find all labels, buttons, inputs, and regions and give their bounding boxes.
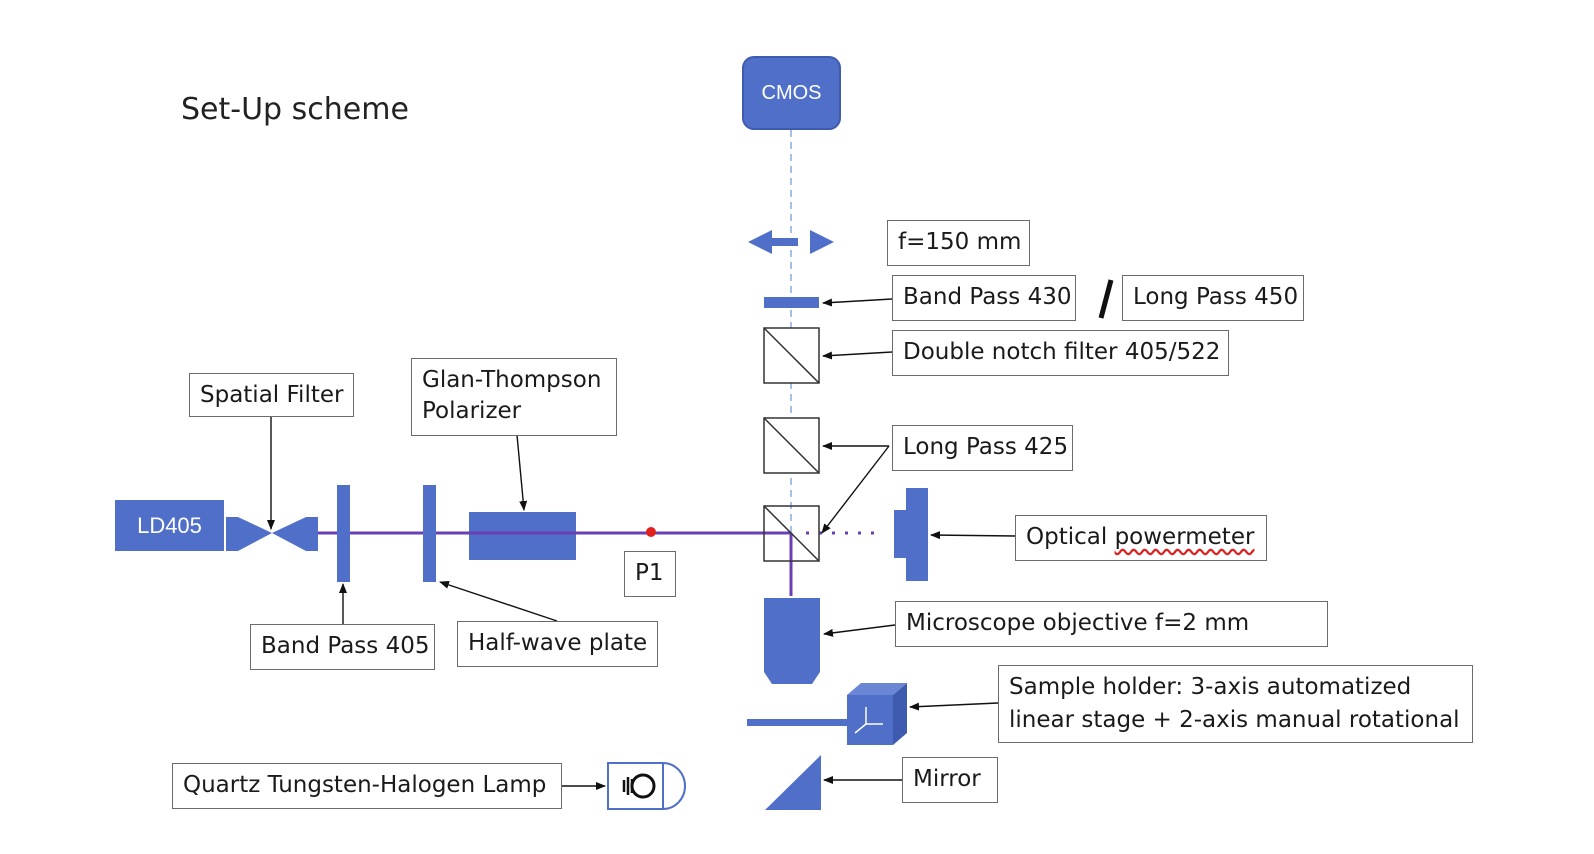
arrow-glan-thompson: [516, 434, 528, 511]
arrow-powermeter: [930, 531, 1016, 540]
spatial-filter-icon: [226, 517, 318, 551]
arrow-band-pass-430: [822, 298, 893, 307]
arrow-double-notch: [822, 351, 893, 360]
diagram-title: Set-Up scheme: [181, 92, 409, 127]
label-microscope-objective: Microscope objective f=2 mm: [895, 601, 1328, 647]
label-glan-thompson-line1: Glan-Thompson: [422, 367, 602, 393]
band-pass-405-plate: [337, 485, 350, 582]
label-lens-focal: f=150 mm: [887, 220, 1030, 266]
label-p1: P1: [624, 551, 676, 597]
sample-slide: [747, 719, 847, 726]
slash-separator: [1098, 279, 1114, 319]
lens-double-arrow: [748, 230, 834, 254]
label-half-wave-plate: Half-wave plate: [457, 621, 658, 667]
p1-point: [646, 527, 656, 537]
sample-holder-cube-icon: [847, 683, 907, 745]
band-pass-430-filter: [764, 297, 819, 308]
label-glan-thompson: Glan-Thompson Polarizer: [411, 358, 617, 436]
label-glan-thompson-line2: Polarizer: [422, 398, 522, 424]
arrow-objective: [823, 624, 896, 637]
glan-thompson-block: [469, 512, 576, 560]
optical-powermeter-icon: [894, 488, 928, 581]
long-pass-425-cube-upper: [763, 417, 820, 474]
label-optical-powermeter-word1: Optical: [1026, 524, 1108, 550]
mirror-icon: [765, 755, 821, 810]
arrow-long-pass-425-lower: [821, 445, 890, 534]
label-optical-powermeter-word2: powermeter: [1114, 524, 1255, 550]
double-notch-cube: [763, 327, 820, 384]
laser-diode-ld405: LD405: [115, 500, 224, 551]
label-band-pass-405: Band Pass 405: [250, 624, 435, 670]
label-lamp: Quartz Tungsten-Halogen Lamp: [172, 763, 562, 809]
label-band-pass-430: Band Pass 430: [892, 275, 1076, 321]
label-mirror: Mirror: [902, 757, 998, 803]
label-long-pass-450: Long Pass 450: [1122, 275, 1304, 321]
label-sample-holder: Sample holder: 3-axis automatized linear…: [998, 665, 1473, 743]
label-sample-holder-line2: linear stage + 2-axis manual rotational: [1009, 707, 1460, 733]
label-sample-holder-line1: Sample holder: 3-axis automatized: [1009, 674, 1412, 700]
label-optical-powermeter: Optical powermeter: [1015, 515, 1267, 561]
long-pass-425-cube-lower: [763, 505, 820, 562]
half-wave-plate-icon: [423, 485, 436, 582]
label-long-pass-425: Long Pass 425: [892, 425, 1073, 471]
arrow-half-wave-plate: [439, 581, 558, 622]
microscope-objective-icon: [764, 598, 820, 684]
cmos-camera: CMOS: [742, 56, 841, 130]
label-double-notch: Double notch filter 405/522: [892, 330, 1229, 376]
lamp-icon: [607, 762, 686, 810]
label-spatial-filter: Spatial Filter: [189, 373, 354, 417]
arrow-sample-holder: [909, 702, 999, 711]
